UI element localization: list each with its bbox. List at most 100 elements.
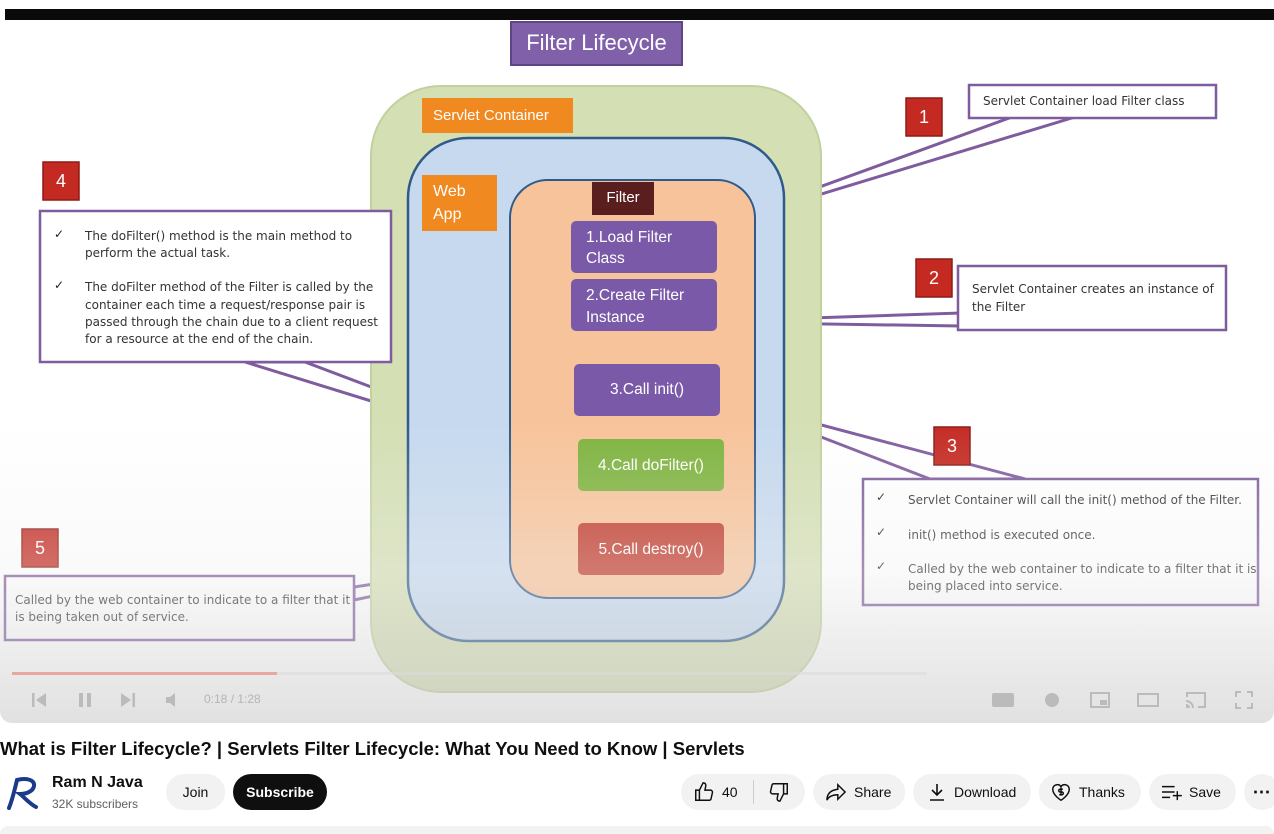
theater-mode-button[interactable] bbox=[1135, 687, 1161, 713]
time-display: 0:18 / 1:28 bbox=[204, 692, 261, 706]
video-player[interactable]: Filter Lifecycle Servlet Container Web A… bbox=[0, 0, 1274, 723]
video-title: What is Filter Lifecycle? | Servlets Fil… bbox=[0, 738, 745, 759]
marker-3-label: 3 bbox=[946, 436, 957, 456]
step2-line2: Instance bbox=[586, 309, 645, 326]
video-frame-slide: Filter Lifecycle Servlet Container Web A… bbox=[0, 20, 1274, 723]
callout4-check-1: ✓ bbox=[54, 227, 65, 241]
callout4-check-2: ✓ bbox=[54, 278, 65, 292]
filter-label: Filter bbox=[606, 189, 640, 206]
servlet-container-label-box bbox=[422, 98, 573, 133]
cast-icon bbox=[1186, 692, 1206, 708]
join-button[interactable]: Join bbox=[166, 774, 225, 810]
callout2-line2: the Filter bbox=[972, 300, 1026, 314]
subscribe-label: Subscribe bbox=[246, 784, 314, 800]
marker-1-label: 1 bbox=[918, 107, 929, 127]
callout3-item3-line2: being placed into service. bbox=[908, 579, 1063, 593]
pause-icon bbox=[79, 693, 91, 707]
step1-box bbox=[571, 221, 717, 273]
more-actions-button[interactable]: ⋯ bbox=[1244, 774, 1274, 810]
fullscreen-button[interactable] bbox=[1231, 687, 1257, 713]
callout4-item1-line1: The doFilter() method is the main method… bbox=[85, 229, 353, 243]
callout1-box bbox=[967, 83, 1218, 120]
callout5-line1: Called by the web container to indicate … bbox=[15, 593, 351, 607]
marker-5-label: 5 bbox=[34, 538, 45, 558]
callout5-line2: is being taken out of service. bbox=[15, 610, 189, 624]
slide-diagram bbox=[3, 21, 1260, 693]
cast-button[interactable] bbox=[1183, 687, 1209, 713]
share-icon bbox=[826, 782, 847, 802]
marker-2-label: 2 bbox=[928, 268, 939, 288]
skip-previous-icon bbox=[32, 693, 46, 707]
callout3-item3-line1: Called by the web container to indicate … bbox=[908, 562, 1257, 576]
callout4-item2-line2: container each time a request/response p… bbox=[85, 298, 366, 312]
channel-name[interactable]: Ram N Java bbox=[52, 774, 143, 791]
web-app-label-line2: App bbox=[433, 206, 462, 223]
fullscreen-icon bbox=[1235, 691, 1253, 709]
captions-button[interactable] bbox=[990, 687, 1016, 713]
slide-title-box bbox=[510, 21, 683, 66]
callout2-line1: Servlet Container creates an instance of bbox=[972, 282, 1214, 296]
save-button[interactable]: Save bbox=[1149, 774, 1236, 810]
step4-label: 4.Call doFilter() bbox=[598, 457, 704, 474]
thanks-label: Thanks bbox=[1079, 784, 1125, 800]
volume-button[interactable] bbox=[160, 687, 186, 713]
previous-button[interactable] bbox=[26, 687, 52, 713]
next-button[interactable] bbox=[115, 687, 141, 713]
web-app-label-box bbox=[422, 175, 497, 231]
thumbs-down-icon bbox=[769, 783, 788, 802]
step3-label: 3.Call init() bbox=[609, 381, 685, 398]
callout3-item1: Servlet Container will call the init() m… bbox=[908, 493, 1242, 507]
share-button[interactable]: Share bbox=[813, 774, 905, 810]
progress-played bbox=[12, 672, 278, 675]
step2-box bbox=[571, 279, 717, 331]
slide-title: Filter Lifecycle bbox=[526, 30, 667, 55]
callout2-box bbox=[956, 264, 1228, 332]
player-controls: 0:18 / 1:28 bbox=[0, 660, 1274, 723]
download-icon bbox=[930, 784, 944, 801]
progress-bar[interactable] bbox=[12, 672, 927, 675]
callout3-check-3: ✓ bbox=[876, 559, 887, 573]
join-label: Join bbox=[182, 784, 209, 800]
step5-label: 5.Call destroy() bbox=[598, 541, 704, 558]
volume-icon bbox=[166, 693, 175, 707]
filter-label-box bbox=[592, 182, 654, 215]
marker-4-label: 4 bbox=[55, 171, 66, 191]
miniplayer-button[interactable] bbox=[1087, 687, 1113, 713]
callout4-item1-line2: perform the actual task. bbox=[85, 246, 231, 260]
captions-icon bbox=[992, 693, 1014, 707]
like-count: 40 bbox=[722, 784, 738, 800]
save-playlist-icon bbox=[1162, 785, 1182, 801]
thanks-button[interactable]: Thanks bbox=[1039, 774, 1141, 810]
pause-button[interactable] bbox=[72, 687, 98, 713]
step1-line1: 1.Load Filter bbox=[586, 229, 673, 246]
description-box-edge bbox=[0, 826, 1274, 834]
web-app-label-line1: Web bbox=[433, 183, 466, 200]
channel-avatar[interactable] bbox=[3, 776, 39, 810]
marker-4 bbox=[42, 161, 80, 201]
like-dislike-group: 40 bbox=[681, 774, 805, 810]
callout3-check-1: ✓ bbox=[876, 490, 887, 504]
callout1-text: Servlet Container load Filter class bbox=[983, 94, 1185, 108]
callout3-check-2: ✓ bbox=[876, 525, 887, 539]
channel-logo-icon bbox=[7, 777, 38, 810]
settings-button[interactable] bbox=[1039, 687, 1065, 713]
save-label: Save bbox=[1189, 784, 1221, 800]
step1-line2: Class bbox=[586, 250, 625, 267]
callout4-item2-line1: The doFilter method of the Filter is cal… bbox=[85, 280, 374, 294]
marker-2 bbox=[915, 258, 953, 298]
skip-next-icon bbox=[121, 693, 135, 707]
like-button[interactable]: 40 bbox=[681, 774, 753, 810]
marker-1 bbox=[905, 97, 943, 137]
share-label: Share bbox=[854, 784, 892, 800]
download-button[interactable]: Download bbox=[913, 774, 1031, 810]
callout4-item2-line3: passed through the chain due to a client… bbox=[85, 315, 378, 329]
callout4-item2-line4: for a resource at the end of the chain. bbox=[85, 332, 314, 346]
step3-box bbox=[574, 364, 720, 416]
servlet-container-label: Servlet Container bbox=[433, 107, 549, 124]
more-icon: ⋯ bbox=[1252, 781, 1272, 802]
callout4-box bbox=[38, 209, 393, 364]
theater-icon bbox=[1137, 693, 1159, 707]
dislike-button[interactable] bbox=[754, 774, 804, 810]
callout3-item2: init() method is executed once. bbox=[908, 528, 1096, 542]
subscribe-button[interactable]: Subscribe bbox=[233, 774, 327, 810]
